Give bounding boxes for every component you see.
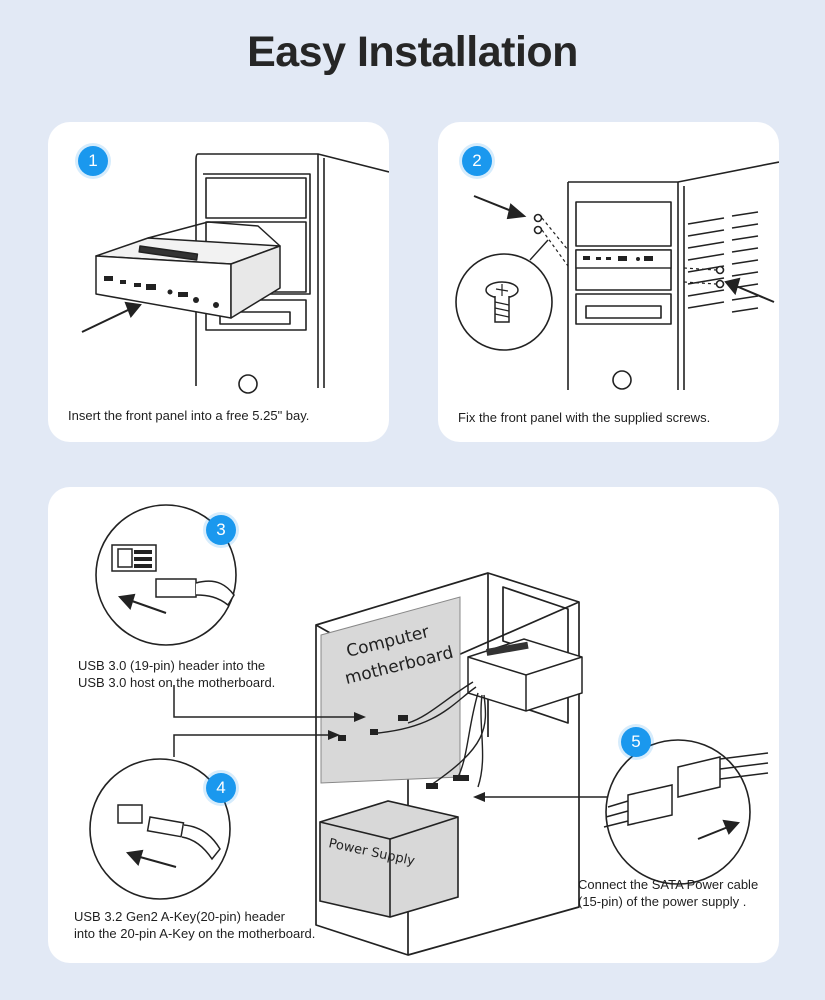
- connections-illustration: Computer motherboard Power Supply: [89, 504, 769, 956]
- step-4-badge: 4: [206, 773, 236, 803]
- connections-card: Computer motherboard Power Supply: [48, 487, 779, 963]
- step-3-caption: USB 3.0 (19-pin) header into the USB 3.0…: [78, 657, 275, 691]
- step-1-card: 1 Insert the front panel into a free 5.2…: [48, 122, 389, 442]
- step-1-caption: Insert the front panel into a free 5.25"…: [68, 408, 310, 423]
- step-1-badge: 1: [78, 146, 108, 176]
- step-2-illustration: [455, 161, 779, 390]
- step-3-caption-line1: USB 3.0 (19-pin) header into the: [78, 658, 266, 673]
- step-4-caption-line1: USB 3.2 Gen2 A-Key(20-pin) header: [74, 909, 286, 924]
- step-2-caption: Fix the front panel with the supplied sc…: [458, 410, 711, 425]
- step-3-caption-line2: USB 3.0 host on the motherboard.: [78, 675, 276, 690]
- step-4-caption: USB 3.2 Gen2 A-Key(20-pin) header into t…: [74, 908, 315, 942]
- step-3-badge: 3: [206, 515, 236, 545]
- usb30-zoom-circle: [95, 504, 237, 646]
- step-1-illustration: [81, 153, 389, 394]
- step-4-caption-line2: into the 20-pin A-Key on the motherboard…: [74, 926, 316, 941]
- step-2-card: 2 Fix the front panel with the supplied …: [438, 122, 779, 442]
- step-5-caption-line1: Connect the SATA Power cable: [578, 877, 759, 892]
- page-title: Easy Installation: [247, 28, 578, 76]
- step-5-caption-line2: (15-pin) of the power supply .: [578, 894, 747, 909]
- step-5-badge: 5: [621, 727, 651, 757]
- step-2-badge: 2: [462, 146, 492, 176]
- step-5-caption: Connect the SATA Power cable (15-pin) of…: [578, 876, 758, 910]
